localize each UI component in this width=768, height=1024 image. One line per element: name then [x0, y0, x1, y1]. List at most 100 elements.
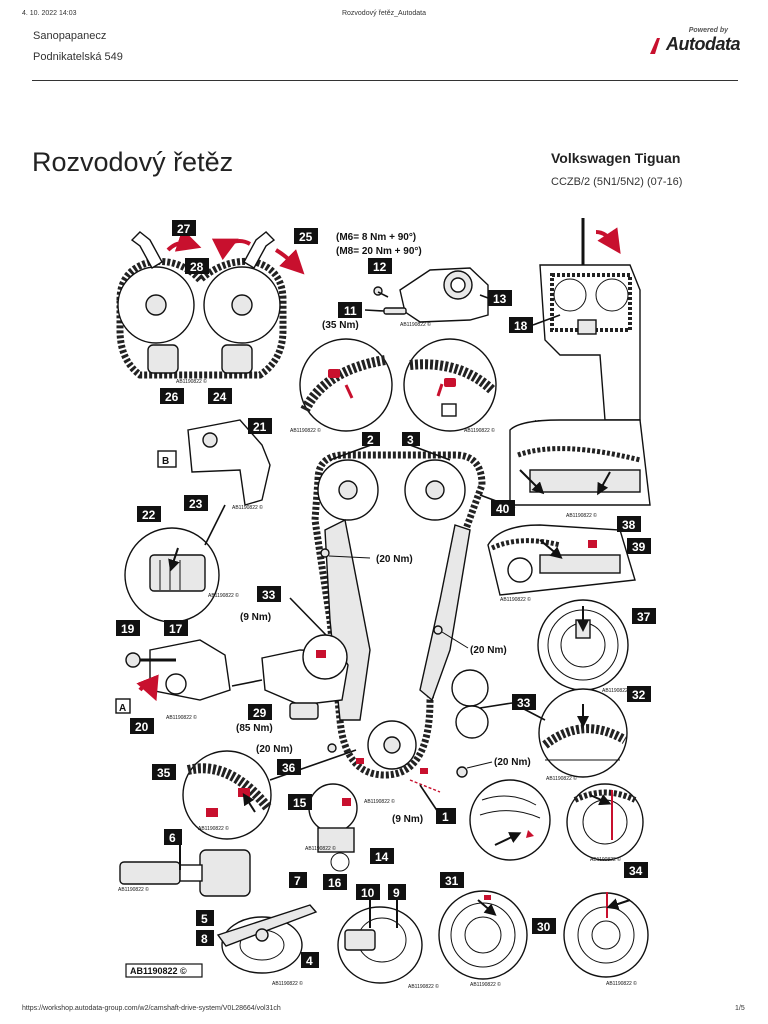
svg-text:20: 20: [135, 720, 149, 734]
detail-view-15: AB1190822 ©: [305, 783, 358, 872]
tool-view-6-7: AB1190822 ©: [118, 838, 251, 897]
callout-21: 21: [248, 418, 272, 434]
svg-text:37: 37: [637, 610, 651, 624]
callout-33b: 33: [512, 694, 536, 710]
callout-40: 40: [491, 500, 515, 516]
callout-27: 27: [172, 220, 196, 236]
tensioner-view: (9 Nm) (85 Nm): [231, 612, 349, 734]
svg-text:26: 26: [165, 390, 179, 404]
callout-34: 34: [624, 862, 648, 878]
callout-37: 37: [632, 608, 656, 624]
callout-3: 3: [402, 432, 420, 447]
tensioner-b-view: B AB1190822 ©: [157, 419, 271, 511]
spec-20nm-d: (20 Nm): [494, 757, 531, 768]
diagram-ref: AB1190822 ©: [464, 427, 495, 434]
svg-text:10: 10: [361, 886, 375, 900]
vehicle-name: Volkswagen Tiguan: [551, 150, 681, 166]
svg-text:11: 11: [344, 304, 357, 318]
diagram-ref: AB1190822 ©: [290, 427, 321, 434]
svg-text:30: 30: [537, 920, 551, 934]
callout-10: 10: [356, 884, 380, 900]
svg-text:13: 13: [493, 292, 507, 306]
callout-35: 35: [152, 764, 176, 780]
callout-2: 2: [362, 432, 380, 447]
svg-text:36: 36: [282, 761, 296, 775]
svg-text:33: 33: [262, 588, 276, 602]
footer-url: https://workshop.autodata-group.com/w2/c…: [22, 1005, 281, 1012]
svg-text:15: 15: [293, 796, 307, 810]
detail-view-30: AB1190822 ©: [563, 892, 649, 987]
svg-text:9: 9: [393, 886, 400, 900]
bracket-view: (M6= 8 Nm + 90°) (M8= 20 Nm + 90°) (35 N…: [322, 232, 489, 331]
svg-text:32: 32: [632, 688, 646, 702]
logo-powered-by: Powered by: [688, 27, 728, 34]
diagram-ref: AB1190822 ©: [408, 983, 439, 990]
callout-36: 36: [277, 759, 301, 775]
callout-1: 1: [436, 808, 456, 824]
company-name: Sanopapanecz: [33, 30, 107, 42]
header-divider: [32, 80, 738, 81]
callout-16: 16: [323, 874, 347, 890]
camshaft-lock-view: AB1190822 ©: [116, 228, 305, 385]
svg-text:31: 31: [445, 874, 459, 888]
detail-view-37: AB1190822 ©: [537, 599, 633, 694]
callout-12: 12: [368, 258, 392, 274]
callout-15: 15: [288, 794, 312, 810]
diagram-ref: AB1190822 ©: [305, 845, 336, 852]
detail-view-2: AB1190822 ©: [290, 338, 393, 434]
svg-text:8: 8: [201, 932, 208, 946]
detail-view-38-39: AB1190822 ©: [487, 524, 636, 603]
diagram-ref: AB1190822 ©: [198, 825, 229, 832]
diagram-ref: AB1190822 ©: [590, 856, 621, 863]
footer-page-number: 1/5: [735, 1005, 745, 1012]
diagram-ref: AB1190822 ©: [546, 775, 577, 782]
spec-9nm-a: (9 Nm): [240, 612, 271, 623]
diagram-ref: AB1190822 ©: [232, 504, 263, 511]
svg-text:39: 39: [632, 540, 646, 554]
svg-text:7: 7: [294, 874, 301, 888]
callout-30: 30: [532, 918, 556, 934]
callout-9: 9: [388, 884, 406, 900]
diagram-ref: AB1190822 ©: [400, 321, 431, 328]
svg-text:33: 33: [517, 696, 531, 710]
detail-view-1: [469, 779, 551, 861]
view-label-b: B: [162, 456, 169, 467]
svg-text:40: 40: [496, 502, 510, 516]
logo-brand: Autodata: [666, 34, 741, 54]
svg-text:27: 27: [177, 222, 191, 236]
svg-text:16: 16: [328, 876, 342, 890]
svg-text:38: 38: [622, 518, 636, 532]
print-header: 4. 10. 2022 14:03 Rozvodový řetěz_Autoda…: [0, 0, 768, 30]
detail-view-35-36: AB1190822 ©: [182, 749, 357, 840]
diagram-ref: AB1190822 ©: [566, 512, 597, 519]
print-date: 4. 10. 2022 14:03: [22, 10, 77, 17]
svg-text:17: 17: [169, 622, 183, 636]
svg-text:24: 24: [213, 390, 227, 404]
diagram-ref: AB1190822 ©: [606, 980, 637, 987]
callout-26: 26: [160, 388, 184, 404]
svg-text:35: 35: [157, 766, 171, 780]
svg-text:28: 28: [190, 260, 204, 274]
svg-text:2: 2: [367, 433, 374, 447]
svg-text:14: 14: [375, 850, 389, 864]
diagram-ref-boxed: AB1190822 ©: [130, 966, 187, 976]
callout-13: 13: [488, 290, 512, 306]
logo-mark-icon: [650, 38, 660, 54]
svg-text:29: 29: [253, 706, 267, 720]
screwdriver-view: AB1190822 ©: [534, 218, 641, 426]
diagram-ref: AB1190822 ©: [118, 886, 149, 893]
diagram-ref: AB1190822 ©: [272, 980, 303, 987]
vehicle-code: CCZB/2 (5N1/5N2) (07-16): [551, 176, 683, 188]
callout-6: 6: [164, 829, 182, 845]
company-address: Podnikatelská 549: [33, 51, 123, 63]
svg-text:19: 19: [121, 622, 135, 636]
callout-31: 31: [440, 872, 464, 888]
svg-text:1: 1: [442, 810, 449, 824]
spec-20nm-a: (20 Nm): [376, 554, 413, 565]
svg-text:3: 3: [407, 433, 414, 447]
callout-32: 32: [627, 686, 651, 702]
diagram-ref: AB1190822 ©: [176, 378, 207, 385]
spec-20nm-b: (20 Nm): [470, 645, 507, 656]
svg-text:21: 21: [253, 420, 267, 434]
detail-view-32: AB1190822 ©: [538, 688, 628, 782]
